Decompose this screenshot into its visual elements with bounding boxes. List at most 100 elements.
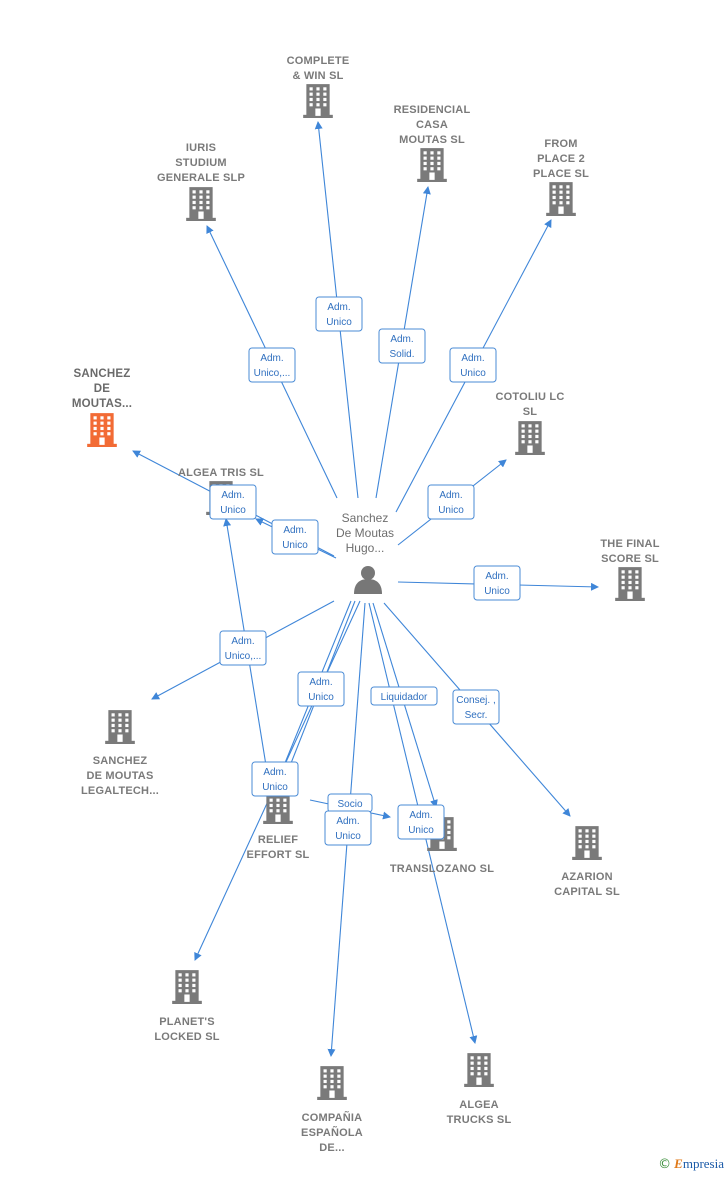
company-name: ESPAÑOLA bbox=[301, 1126, 363, 1139]
edge-label-box bbox=[219, 630, 267, 666]
edge-role-label[interactable]: Adm. Unico bbox=[251, 761, 299, 797]
company-name: TRANSLOZANO SL bbox=[390, 863, 494, 875]
edge-role-label[interactable]: Adm.Unico,... bbox=[219, 630, 267, 666]
company-node-complete[interactable]: COMPLETE& WIN SL bbox=[287, 55, 350, 118]
edge-label-text: Adm. bbox=[485, 571, 508, 582]
edge-label-box bbox=[297, 671, 345, 707]
person-icon bbox=[354, 579, 382, 594]
company-node-planets[interactable]: PLANET'S LOCKED SL bbox=[154, 970, 220, 1043]
edge-role-label[interactable]: Adm. Unico bbox=[209, 484, 257, 520]
edge-label-text: Socio bbox=[337, 799, 362, 810]
edge-role-label[interactable]: Adm. Unico bbox=[397, 804, 445, 840]
edge-role-label[interactable]: Adm.Unico bbox=[297, 671, 345, 707]
edge-label-text: Adm. bbox=[221, 490, 244, 501]
company-name: RESIDENCIAL bbox=[394, 104, 471, 116]
company-node-algeatris[interactable]: ALGEA TRIS SL bbox=[178, 467, 264, 515]
person-name: De Moutas bbox=[336, 526, 394, 540]
edge-label-text: Adm. bbox=[409, 810, 432, 821]
company-name: CAPITAL SL bbox=[554, 886, 620, 898]
company-name: PLANET'S bbox=[159, 1016, 215, 1028]
company-name: PLACE SL bbox=[533, 168, 589, 180]
edge-role-label[interactable]: Liquidador bbox=[370, 686, 438, 706]
building-icon bbox=[317, 1066, 347, 1100]
edge-role-label[interactable]: Adm.Unico bbox=[324, 810, 372, 846]
edge-labels: Adm.UnicoAdm.Solid.Adm.Unico,...Adm.Unic… bbox=[209, 296, 521, 846]
edge-label-box bbox=[378, 328, 426, 364]
edge-role-label[interactable]: Adm.Solid. bbox=[378, 328, 426, 364]
edge-label-text: Secr. bbox=[465, 710, 488, 721]
company-name: DE MOUTAS bbox=[87, 770, 154, 782]
person-icon-head bbox=[361, 566, 375, 580]
building-icon bbox=[303, 84, 333, 118]
edge-label-box bbox=[473, 565, 521, 601]
edge-role-label[interactable]: Socio bbox=[327, 793, 373, 813]
edge-role-label[interactable]: Adm.Unico,... bbox=[248, 347, 296, 383]
building-icon bbox=[172, 970, 202, 1004]
edge-label-text: Unico bbox=[282, 540, 308, 551]
edge-label-text: Unico bbox=[220, 505, 246, 516]
edge-label-box bbox=[324, 810, 372, 846]
building-icon bbox=[186, 187, 216, 221]
brand-footer: ©Empresia bbox=[658, 1156, 724, 1172]
company-name: STUDIUM bbox=[175, 157, 227, 169]
edge-label-text: Adm. bbox=[327, 302, 350, 313]
company-name: GENERALE SLP bbox=[157, 172, 245, 184]
edge-label-text: Unico,... bbox=[254, 368, 291, 379]
edge-label-text: Adm. bbox=[336, 816, 359, 827]
edge-label-text: Adm. bbox=[231, 636, 254, 647]
copyright-icon: © bbox=[658, 1157, 672, 1172]
company-name: MOUTAS... bbox=[72, 398, 132, 410]
company-node-relief[interactable]: RELIEF EFFORT SL bbox=[247, 790, 310, 861]
company-name: FROM bbox=[544, 138, 577, 150]
company-node-compania[interactable]: COMPAÑIAESPAÑOLADE... bbox=[301, 1066, 363, 1154]
building-icon bbox=[546, 182, 576, 216]
company-node-translozano[interactable]: TRANSLOZANO SL bbox=[390, 817, 494, 875]
company-name: SANCHEZ bbox=[74, 368, 131, 380]
edge-label-box bbox=[427, 484, 475, 520]
company-name: CASA bbox=[416, 119, 448, 131]
edge-label-text: Unico bbox=[262, 782, 288, 793]
edge-role-label[interactable]: Consej. , Secr. bbox=[452, 689, 500, 725]
company-node-sanchezmoutas[interactable]: SANCHEZ DE MOUTAS... bbox=[72, 368, 132, 447]
company-name: EFFORT SL bbox=[247, 849, 310, 861]
edge-label-text: Consej. , bbox=[456, 695, 495, 706]
edge-label-box bbox=[397, 804, 445, 840]
company-name: LOCKED SL bbox=[154, 1031, 219, 1043]
edge-label-box bbox=[315, 296, 363, 332]
edge-label-text: Unico bbox=[460, 368, 486, 379]
edge-role-label[interactable]: Adm.Unico bbox=[473, 565, 521, 601]
edge-label-text: Adm. bbox=[283, 525, 306, 536]
edge-label-text: Adm. bbox=[263, 767, 286, 778]
person-name: Sanchez bbox=[342, 511, 389, 525]
person-name: Hugo... bbox=[346, 541, 385, 555]
edge-label-text: Unico bbox=[408, 825, 434, 836]
company-name: ALGEA TRIS SL bbox=[178, 467, 264, 479]
edge-label-text: Adm. bbox=[461, 353, 484, 364]
company-name: RELIEF bbox=[258, 834, 298, 846]
edge-label-text: Solid. bbox=[389, 349, 414, 360]
edge-label-box bbox=[251, 761, 299, 797]
building-icon bbox=[105, 710, 135, 744]
edge-label-box bbox=[452, 689, 500, 725]
building-icon bbox=[417, 148, 447, 182]
edge-role-label[interactable]: Adm. Unico bbox=[449, 347, 497, 383]
company-name: TRUCKS SL bbox=[447, 1114, 512, 1126]
company-name: COMPAÑIA bbox=[302, 1111, 363, 1124]
edge-role-label[interactable]: Adm.Unico bbox=[427, 484, 475, 520]
building-icon bbox=[87, 413, 117, 447]
edge-role-label[interactable]: Adm.Unico bbox=[315, 296, 363, 332]
edge-role-label[interactable]: Adm. Unico bbox=[271, 519, 319, 555]
company-name: DE bbox=[94, 383, 111, 395]
company-name: COMPLETE bbox=[287, 55, 350, 67]
